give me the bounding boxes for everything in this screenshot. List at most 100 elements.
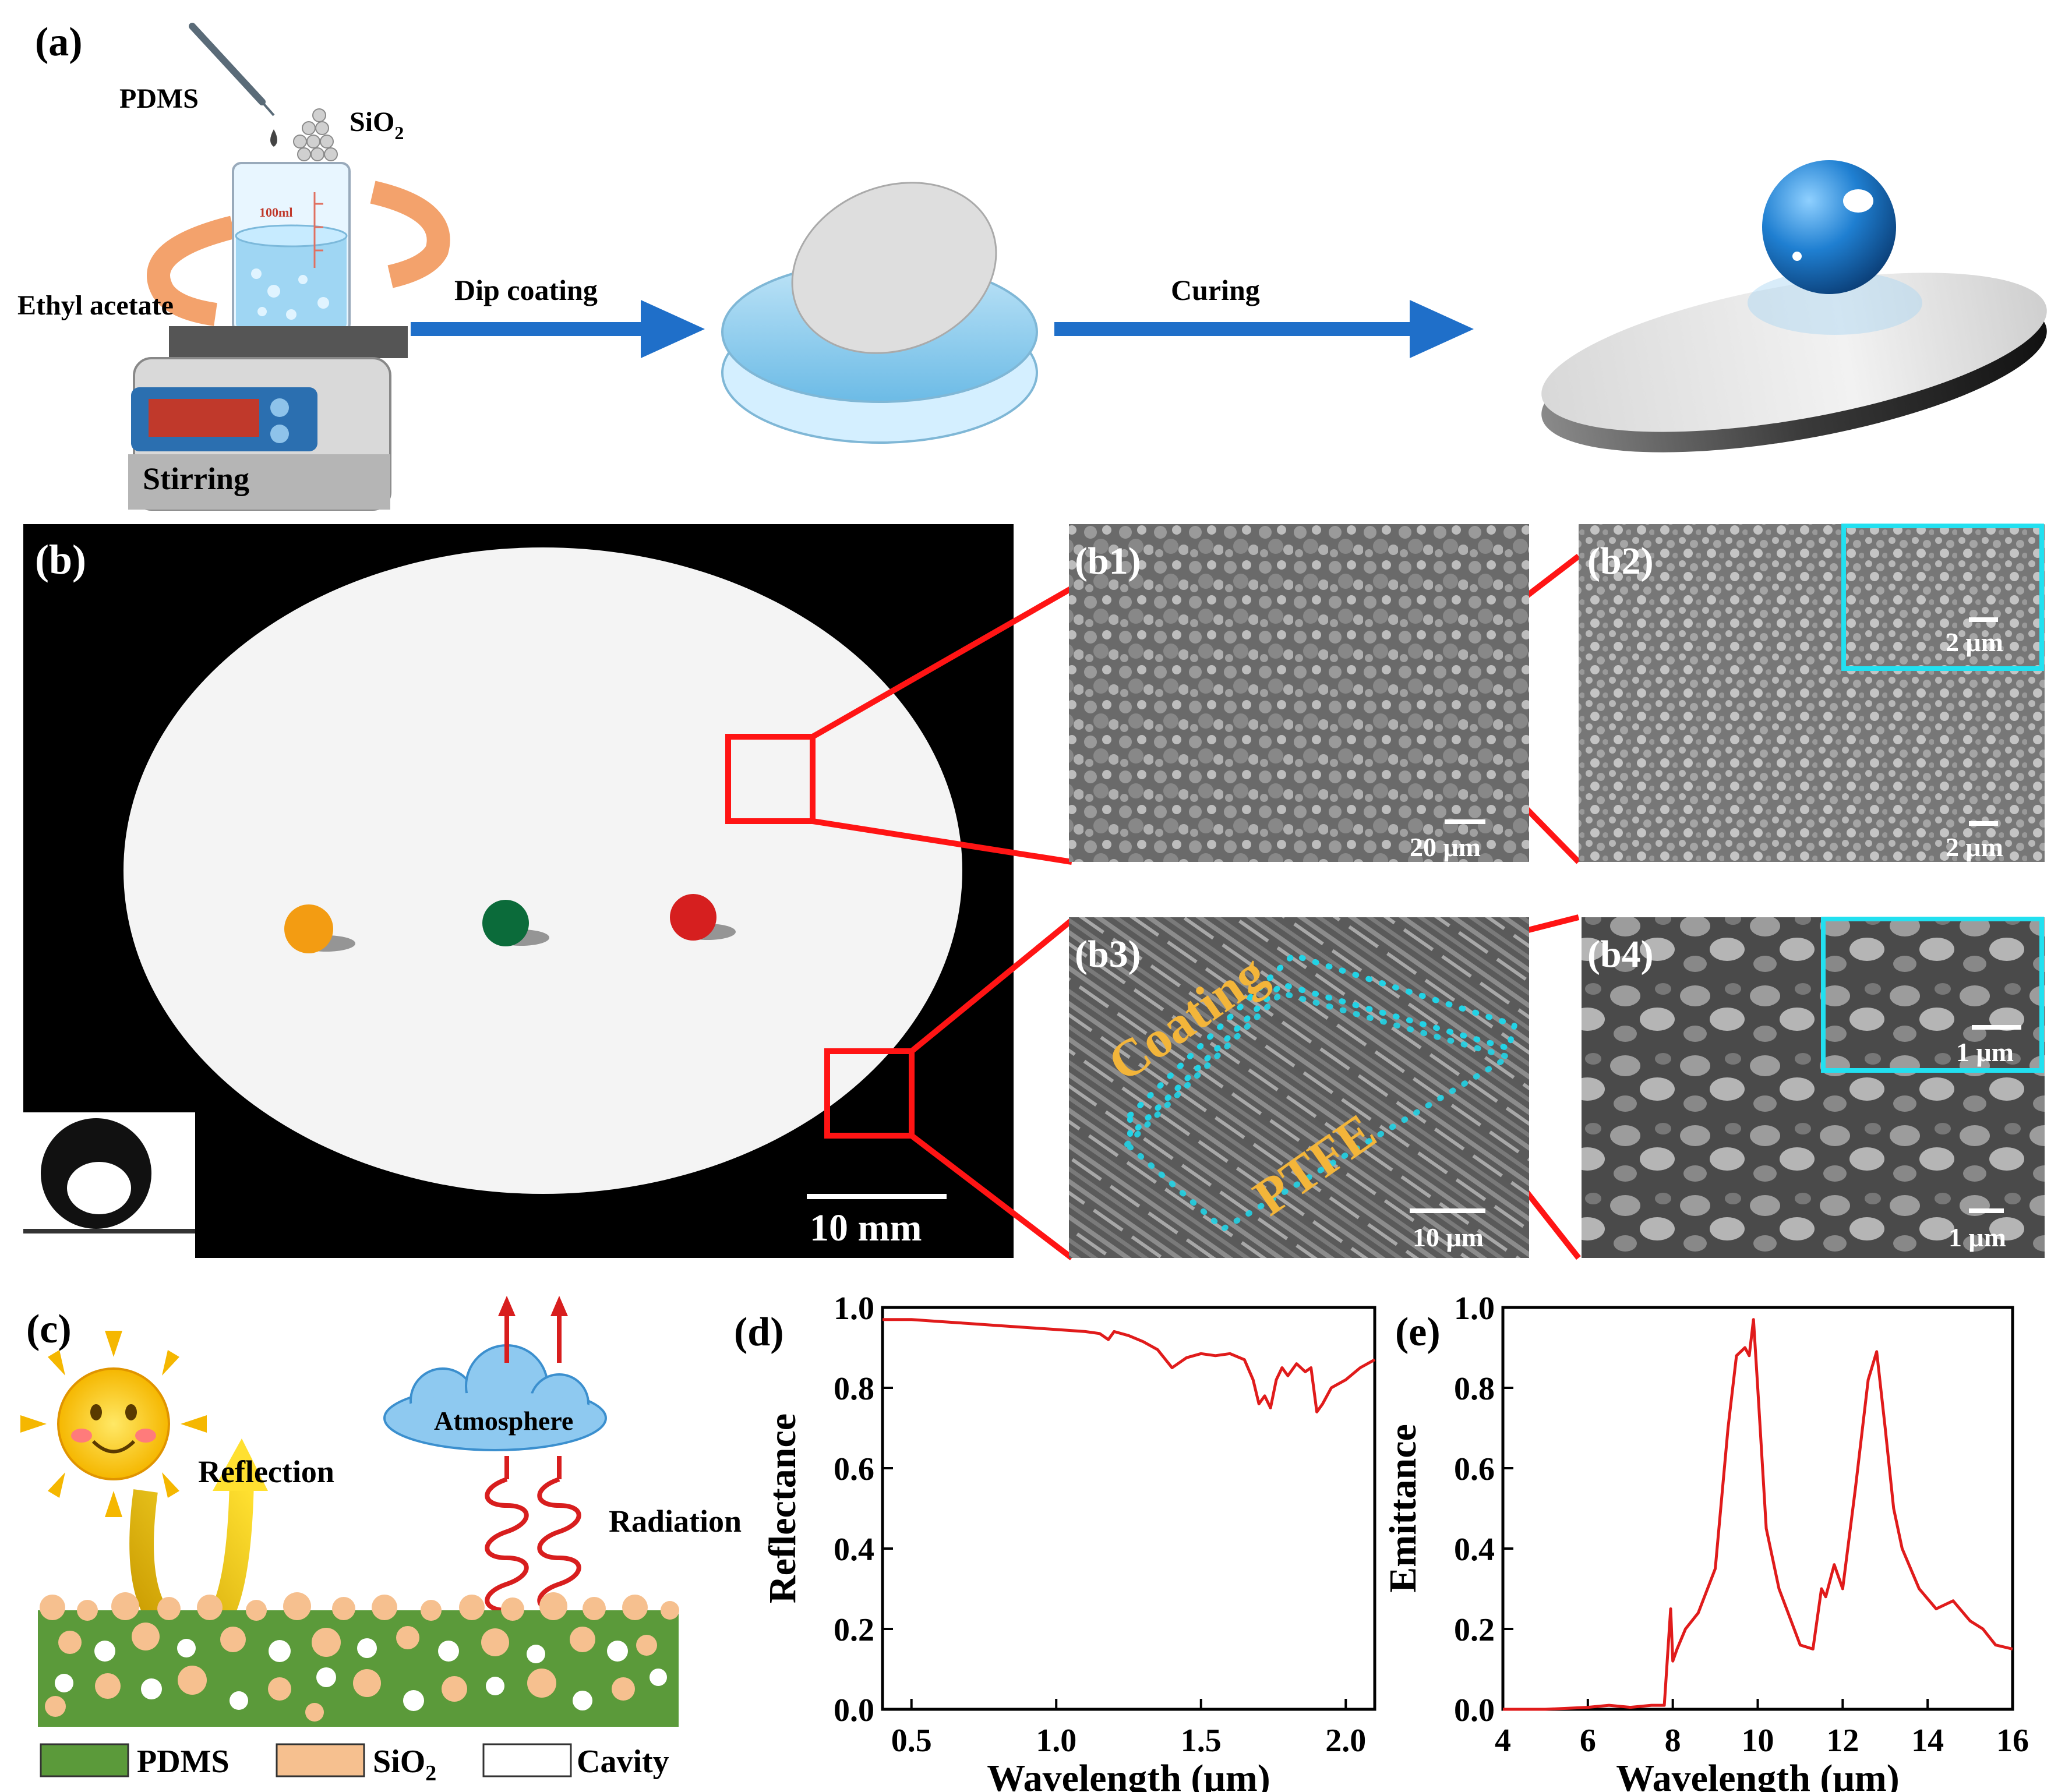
b2-inset [1841, 524, 2044, 671]
legend-sio2-swatch [276, 1743, 365, 1777]
plot-frame [881, 1306, 1376, 1711]
contact-angle-inset [23, 1112, 195, 1258]
x-tick-label: 6 [1580, 1723, 1596, 1759]
y-tick-label: 1.0 [834, 1291, 874, 1327]
reflection-arrowhead-icon [213, 1438, 268, 1491]
b1-label: (b1) [1075, 540, 1141, 582]
beaker-icon: 100ml [232, 162, 351, 333]
y-tick-label: 0.8 [1454, 1371, 1495, 1407]
layer-legend: PDMS SiO2 Cavity [40, 1743, 669, 1786]
petri-dish-icon [721, 182, 1038, 444]
series-line [883, 1318, 1376, 1413]
panel-a-label: (a) [35, 20, 83, 65]
pdms-label: PDMS [119, 83, 199, 114]
panel-label: (e) [1395, 1310, 1441, 1355]
orange-droplet [284, 904, 333, 953]
y-axis-label: Emittance [1382, 1424, 1424, 1593]
legend-cavity-label: Cavity [577, 1744, 669, 1780]
y-tick-label: 0.2 [1454, 1612, 1495, 1648]
sun-icon [20, 1331, 207, 1517]
y-tick-label: 0.0 [834, 1692, 874, 1729]
coating-layer-illustration [38, 1592, 679, 1727]
x-axis-label: Wavelength (μm) [1616, 1757, 1900, 1792]
panel-b: (b) 10 mm [23, 524, 2045, 1260]
x-tick-label: 0.5 [891, 1723, 932, 1759]
b2-label: (b2) [1587, 540, 1654, 582]
photo-scale-bar [807, 1194, 947, 1199]
x-tick-label: 2.0 [1325, 1723, 1366, 1759]
x-tick-label: 8 [1665, 1723, 1681, 1759]
y-axis-label: Reflectance [761, 1413, 804, 1603]
panel-b-label: (b) [35, 536, 86, 583]
x-axis-label: Wavelength (μm) [987, 1757, 1270, 1792]
b4-inset-scale-label: 1 μm [1956, 1037, 2014, 1067]
dip-coating-arrow-icon [411, 300, 705, 358]
atmosphere-cloud-icon [383, 1344, 607, 1451]
series-line [1503, 1318, 2013, 1711]
stirring-label: Stirring [143, 461, 249, 496]
panel-c-label: (c) [26, 1307, 72, 1352]
y-tick-label: 0.6 [1454, 1451, 1495, 1487]
chart-emittance: (e) 4 6 8 10 12 14 16 0.0 0.2 0.4 0.6 0.8 1.0Waveleng… [1382, 1291, 2029, 1792]
ethyl-acetate-label: Ethyl acetate [17, 290, 174, 321]
panel-a: (a) PDMS SiO2 [17, 20, 2047, 511]
x-tick-label: 1.0 [1036, 1723, 1076, 1759]
legend-cavity-swatch [482, 1743, 572, 1777]
b2-scale-label: 2 μm [1946, 832, 2003, 862]
y-tick-label: 0.8 [834, 1371, 874, 1407]
radiation-arrowhead-icon [550, 1296, 568, 1316]
photo-scale-label: 10 mm [810, 1207, 922, 1249]
hot-plate-icon [128, 326, 408, 511]
radiation-arrowhead-icon [498, 1296, 516, 1316]
legend-pdms-label: PDMS [137, 1744, 230, 1780]
x-tick-label: 14 [1911, 1723, 1944, 1759]
curing-label: Curing [1171, 274, 1260, 306]
b4-label: (b4) [1587, 933, 1654, 975]
y-tick-label: 1.0 [1454, 1291, 1495, 1327]
sem-b4: (b4) 1 μm 1 μm [1582, 917, 2045, 1258]
x-tick-label: 1.5 [1181, 1723, 1222, 1759]
b4-scale-label: 1 μm [1949, 1222, 2006, 1252]
beaker-volume-label: 100ml [259, 205, 292, 220]
sem-b2: (b2) 2 μm 2 μm [1579, 524, 2045, 862]
radiation-arrows-icon [485, 1313, 581, 1663]
atmosphere-label: Atmosphere [434, 1406, 573, 1436]
y-tick-label: 0.6 [834, 1451, 874, 1487]
panel-c: (c) Reflection [20, 1296, 742, 1786]
sem-b3: (b3) Coating PTFE 10 μm [1069, 917, 1529, 1258]
b4-inset [1821, 917, 2044, 1073]
b3-scale-label: 10 μm [1413, 1222, 1484, 1252]
dip-coating-label: Dip coating [454, 274, 598, 306]
sio2-particles-icon [293, 108, 338, 161]
stir-arrow-left-icon [147, 215, 236, 326]
sem-b1: (b1) 20 μm [1069, 524, 1529, 862]
b2-inset-scale-label: 2 μm [1946, 627, 2003, 657]
y-tick-label: 0.2 [834, 1612, 874, 1648]
colored-droplets [284, 894, 736, 953]
sio2-label: SiO2 [350, 107, 404, 143]
green-droplet [482, 900, 529, 946]
reflection-label: Reflection [198, 1454, 334, 1489]
x-tick-label: 10 [1742, 1723, 1774, 1759]
y-tick-label: 0.0 [1454, 1692, 1495, 1729]
y-tick-label: 0.4 [834, 1532, 874, 1568]
y-tick-label: 0.4 [1454, 1532, 1495, 1568]
radiation-label: Radiation [609, 1504, 742, 1539]
red-droplet [670, 894, 716, 941]
stir-arrow-right-icon [370, 181, 450, 288]
curing-arrow-icon [1054, 300, 1474, 358]
x-tick-label: 12 [1826, 1723, 1859, 1759]
legend-sio2-label: SiO2 [373, 1744, 436, 1786]
panel-label: (d) [734, 1310, 784, 1355]
b1-scale-label: 20 μm [1410, 832, 1481, 862]
coated-sample-photo [123, 547, 962, 1194]
b3-label: (b3) [1075, 933, 1141, 975]
water-droplet-icon [1748, 160, 1922, 335]
legend-pdms-swatch [40, 1743, 129, 1777]
coated-disk-icon [1541, 273, 2047, 453]
x-tick-label: 4 [1495, 1723, 1511, 1759]
x-tick-label: 16 [1996, 1723, 2029, 1759]
